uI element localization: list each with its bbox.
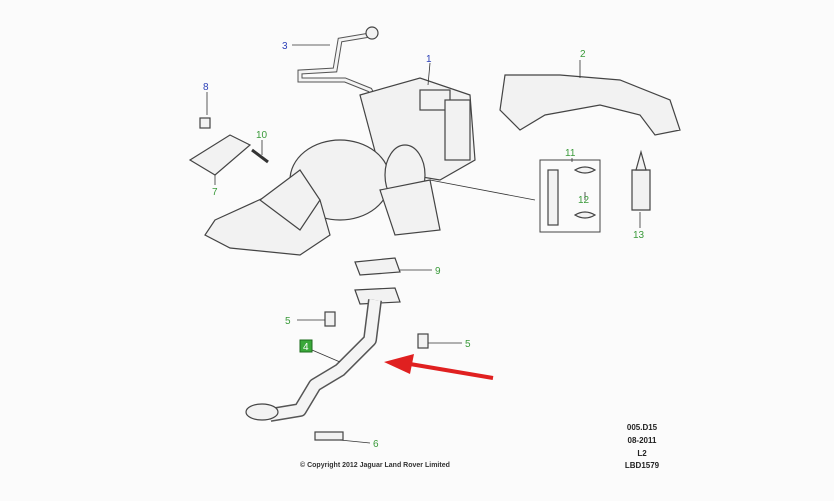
gasket [188, 134, 252, 176]
info-level: L2 [637, 449, 647, 458]
copyright: © Copyright 2012 Jaguar Land Rover Limit… [300, 462, 450, 469]
callout-9[interactable]: 9 [435, 266, 441, 277]
callout-3[interactable]: 3 [282, 41, 288, 52]
sealant-tube [631, 169, 651, 211]
callout-5b[interactable]: 5 [465, 339, 471, 350]
callout-5[interactable]: 5 [285, 316, 291, 327]
callout-2[interactable]: 2 [580, 49, 586, 60]
bolt [417, 333, 429, 349]
bolt [199, 117, 211, 129]
clip-kit-box [539, 159, 601, 233]
info-ref: LBD1579 [624, 461, 660, 470]
callout-11[interactable]: 11 [565, 148, 576, 159]
callout-12[interactable]: 12 [578, 195, 590, 206]
callout-8[interactable]: 8 [203, 82, 209, 93]
highlight-arrow [409, 362, 494, 380]
info-date: 08-2011 [627, 436, 657, 445]
intake-elbow [499, 74, 681, 136]
bolt [314, 431, 344, 441]
gasket-lower [354, 287, 401, 305]
info-code: 005.D15 [626, 423, 658, 432]
callout-7[interactable]: 7 [212, 187, 218, 198]
gasket-upper [354, 257, 401, 276]
callout-13[interactable]: 13 [633, 230, 645, 241]
callout-10[interactable]: 10 [256, 130, 268, 141]
callout-6[interactable]: 6 [373, 439, 379, 450]
bolt [324, 311, 336, 327]
callout-4-highlight [299, 339, 313, 353]
callout-1[interactable]: 1 [426, 54, 432, 65]
callout-4[interactable]: 4 [303, 342, 309, 353]
banjo-fitting [365, 26, 379, 40]
